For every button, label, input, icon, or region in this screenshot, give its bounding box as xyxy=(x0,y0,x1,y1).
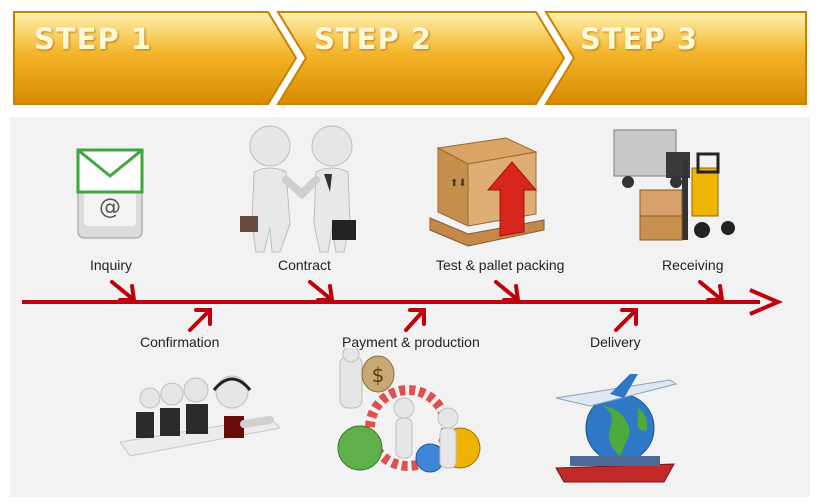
production-gears-icon: $ xyxy=(337,348,481,473)
globe-plane-ship-icon xyxy=(555,374,678,483)
email-key-icon: @ xyxy=(76,148,144,239)
pallet-box-icon: ⬆⬇ xyxy=(429,137,545,247)
step-2-label: STEP 2 xyxy=(314,22,433,56)
stage-label-payment-production: Payment & production xyxy=(342,334,480,350)
down-arrow-inquiry xyxy=(110,280,137,302)
stage-label-test-pallet-packing: Test & pallet packing xyxy=(436,257,565,273)
stage-label-receiving: Receiving xyxy=(662,257,724,273)
forklift-truck-icon xyxy=(613,129,735,241)
stage-label-delivery: Delivery xyxy=(590,334,641,350)
step-2-chevron xyxy=(276,11,566,105)
step-banner xyxy=(13,11,807,105)
stage-label-contract: Contract xyxy=(278,257,331,273)
up-arrow-confirmation xyxy=(188,308,212,332)
stage-label-confirmation: Confirmation xyxy=(140,334,220,350)
handshake-icon xyxy=(240,125,356,253)
down-arrow-contract xyxy=(308,280,335,302)
up-arrow-delivery xyxy=(614,308,638,332)
step-3-label: STEP 3 xyxy=(580,22,699,56)
call-center-icon xyxy=(120,375,280,457)
step-3-chevron xyxy=(544,11,807,105)
svg-text:$: $ xyxy=(372,363,385,387)
step-1-label: STEP 1 xyxy=(34,22,153,56)
step-1-chevron xyxy=(13,11,298,105)
svg-text:⬆⬇: ⬆⬇ xyxy=(450,178,467,189)
down-arrow-receiving xyxy=(698,280,725,302)
timeline-arrowhead xyxy=(749,288,784,316)
at-symbol: @ xyxy=(99,195,121,220)
up-arrow-payment xyxy=(404,308,426,332)
stage-label-inquiry: Inquiry xyxy=(90,257,133,273)
down-arrow-packing xyxy=(494,280,521,302)
